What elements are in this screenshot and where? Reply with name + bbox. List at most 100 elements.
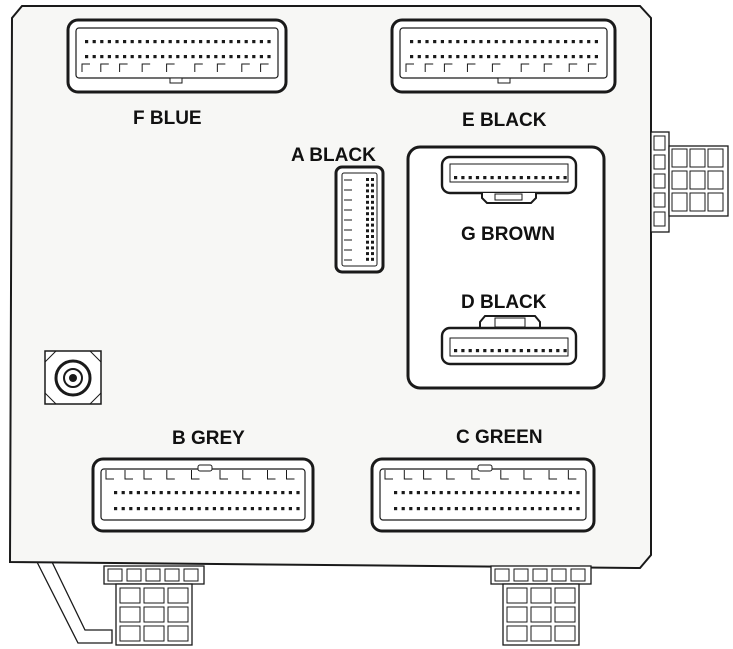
pin xyxy=(366,252,369,256)
pin xyxy=(130,55,134,59)
pin xyxy=(107,55,111,59)
pin xyxy=(401,507,405,511)
pin xyxy=(138,55,142,59)
pin xyxy=(182,491,186,495)
pin xyxy=(439,507,443,511)
pin xyxy=(494,55,498,59)
pin xyxy=(409,507,413,511)
latch-tab xyxy=(191,470,200,480)
terminal-cell xyxy=(707,192,724,212)
pin xyxy=(250,507,254,511)
pin xyxy=(174,507,178,511)
pin xyxy=(371,212,374,216)
pin xyxy=(167,491,171,495)
terminal-cell xyxy=(126,568,142,582)
pin xyxy=(366,206,369,210)
pin xyxy=(470,491,474,495)
pin xyxy=(500,507,504,511)
pin xyxy=(212,491,216,495)
pin xyxy=(564,40,568,44)
pin xyxy=(505,349,509,353)
terminal-cell xyxy=(183,568,199,582)
pin xyxy=(123,55,127,59)
pin xyxy=(205,507,209,511)
pin xyxy=(556,349,560,353)
latch-tab xyxy=(491,63,501,72)
terminal-cell xyxy=(554,625,576,642)
pin xyxy=(500,491,504,495)
pin xyxy=(258,507,262,511)
pin xyxy=(152,491,156,495)
terminal-cell xyxy=(554,606,576,623)
pin xyxy=(266,507,270,511)
terminal-cell xyxy=(107,568,123,582)
terminal-cell xyxy=(570,568,586,582)
pin xyxy=(479,40,483,44)
pin xyxy=(401,491,405,495)
pin xyxy=(454,349,458,353)
pin xyxy=(587,40,591,44)
pin xyxy=(533,40,537,44)
pin xyxy=(159,491,163,495)
pin xyxy=(371,257,374,261)
pin xyxy=(107,40,111,44)
latch-tab xyxy=(166,470,175,480)
pin xyxy=(417,55,421,59)
pin xyxy=(530,507,534,511)
pin xyxy=(191,55,195,59)
latch-tab xyxy=(567,470,577,480)
pin xyxy=(538,491,542,495)
pin xyxy=(561,491,565,495)
pin xyxy=(508,491,512,495)
pin xyxy=(439,491,443,495)
latch-tab xyxy=(587,63,597,72)
pin xyxy=(153,55,157,59)
terminal-cell xyxy=(119,625,141,642)
pin xyxy=(199,55,203,59)
pin xyxy=(235,491,239,495)
terminal-cell xyxy=(671,192,688,212)
latch-tab xyxy=(105,470,114,480)
pin xyxy=(252,40,256,44)
terminal-cell xyxy=(513,568,529,582)
pin xyxy=(115,55,119,59)
pin xyxy=(129,507,133,511)
pin xyxy=(259,40,263,44)
pin xyxy=(371,217,374,221)
pin xyxy=(502,40,506,44)
pin xyxy=(394,507,398,511)
pin xyxy=(266,491,270,495)
terminal-cell xyxy=(671,170,688,190)
terminal-cell xyxy=(653,173,666,189)
pin xyxy=(85,40,89,44)
pin xyxy=(243,491,247,495)
pin xyxy=(244,40,248,44)
pin xyxy=(563,176,567,180)
pin xyxy=(440,40,444,44)
pin xyxy=(485,507,489,511)
pin xyxy=(159,507,163,511)
latch-tab xyxy=(143,470,152,480)
pin xyxy=(456,55,460,59)
pin xyxy=(288,507,292,511)
latch-tab xyxy=(81,63,90,72)
pin xyxy=(237,55,241,59)
pin xyxy=(502,55,506,59)
pin xyxy=(100,55,104,59)
pin-cavity xyxy=(449,163,569,183)
pin xyxy=(454,491,458,495)
pin xyxy=(454,176,458,180)
connector-c xyxy=(370,457,596,533)
pin xyxy=(366,229,369,233)
pin xyxy=(161,55,165,59)
pin xyxy=(296,491,300,495)
pin xyxy=(548,55,552,59)
pin xyxy=(487,55,491,59)
pin xyxy=(556,40,560,44)
latch-tab xyxy=(500,470,509,480)
pin xyxy=(571,40,575,44)
pin xyxy=(123,40,127,44)
pin xyxy=(183,55,187,59)
pin xyxy=(517,40,521,44)
